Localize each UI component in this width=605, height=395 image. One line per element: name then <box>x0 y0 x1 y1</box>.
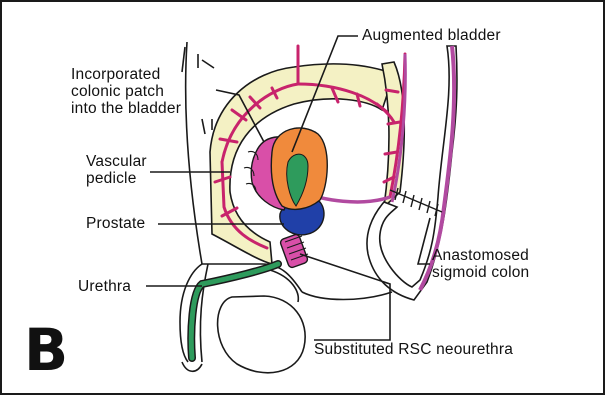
label-prostate: Prostate <box>86 215 145 232</box>
urethra-lumen <box>191 264 278 358</box>
panel-letter: B <box>24 320 68 380</box>
label-substituted-neourethra: Substituted RSC neourethra <box>314 341 513 358</box>
label-incorporated-colonic-patch: Incorporated colonic patch into the blad… <box>71 66 181 117</box>
label-urethra: Urethra <box>78 278 131 295</box>
label-anastomosed-sigmoid-colon: Anastomosed sigmoid colon <box>432 247 529 281</box>
label-vascular-pedicle: Vascular pedicle <box>86 153 147 187</box>
label-augmented-bladder: Augmented bladder <box>362 27 501 44</box>
